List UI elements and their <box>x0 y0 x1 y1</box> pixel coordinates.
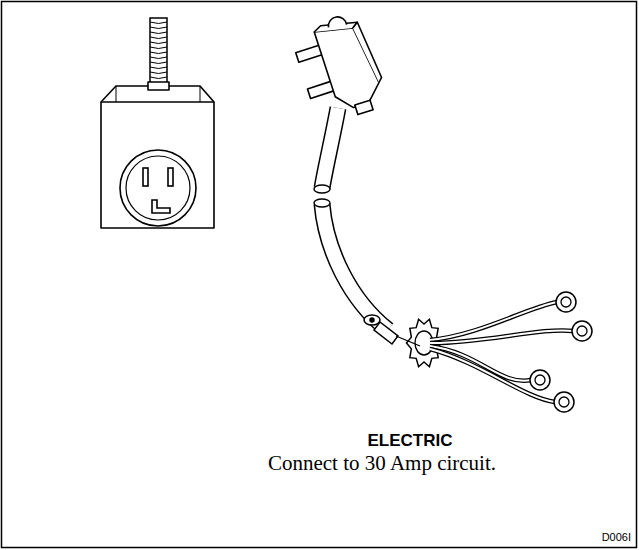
figure-code: D006I <box>602 531 631 543</box>
flexible-conduit <box>150 18 167 88</box>
strain-relief-clamp <box>364 315 398 344</box>
four-prong-plug <box>289 9 390 127</box>
instruction-caption: Connect to 30 Amp circuit. <box>268 451 496 476</box>
receptacle <box>120 150 196 226</box>
outlet-box <box>101 82 214 228</box>
lead-wires <box>430 292 592 412</box>
diagram-title: ELECTRIC <box>368 431 453 451</box>
power-cord <box>314 108 388 330</box>
